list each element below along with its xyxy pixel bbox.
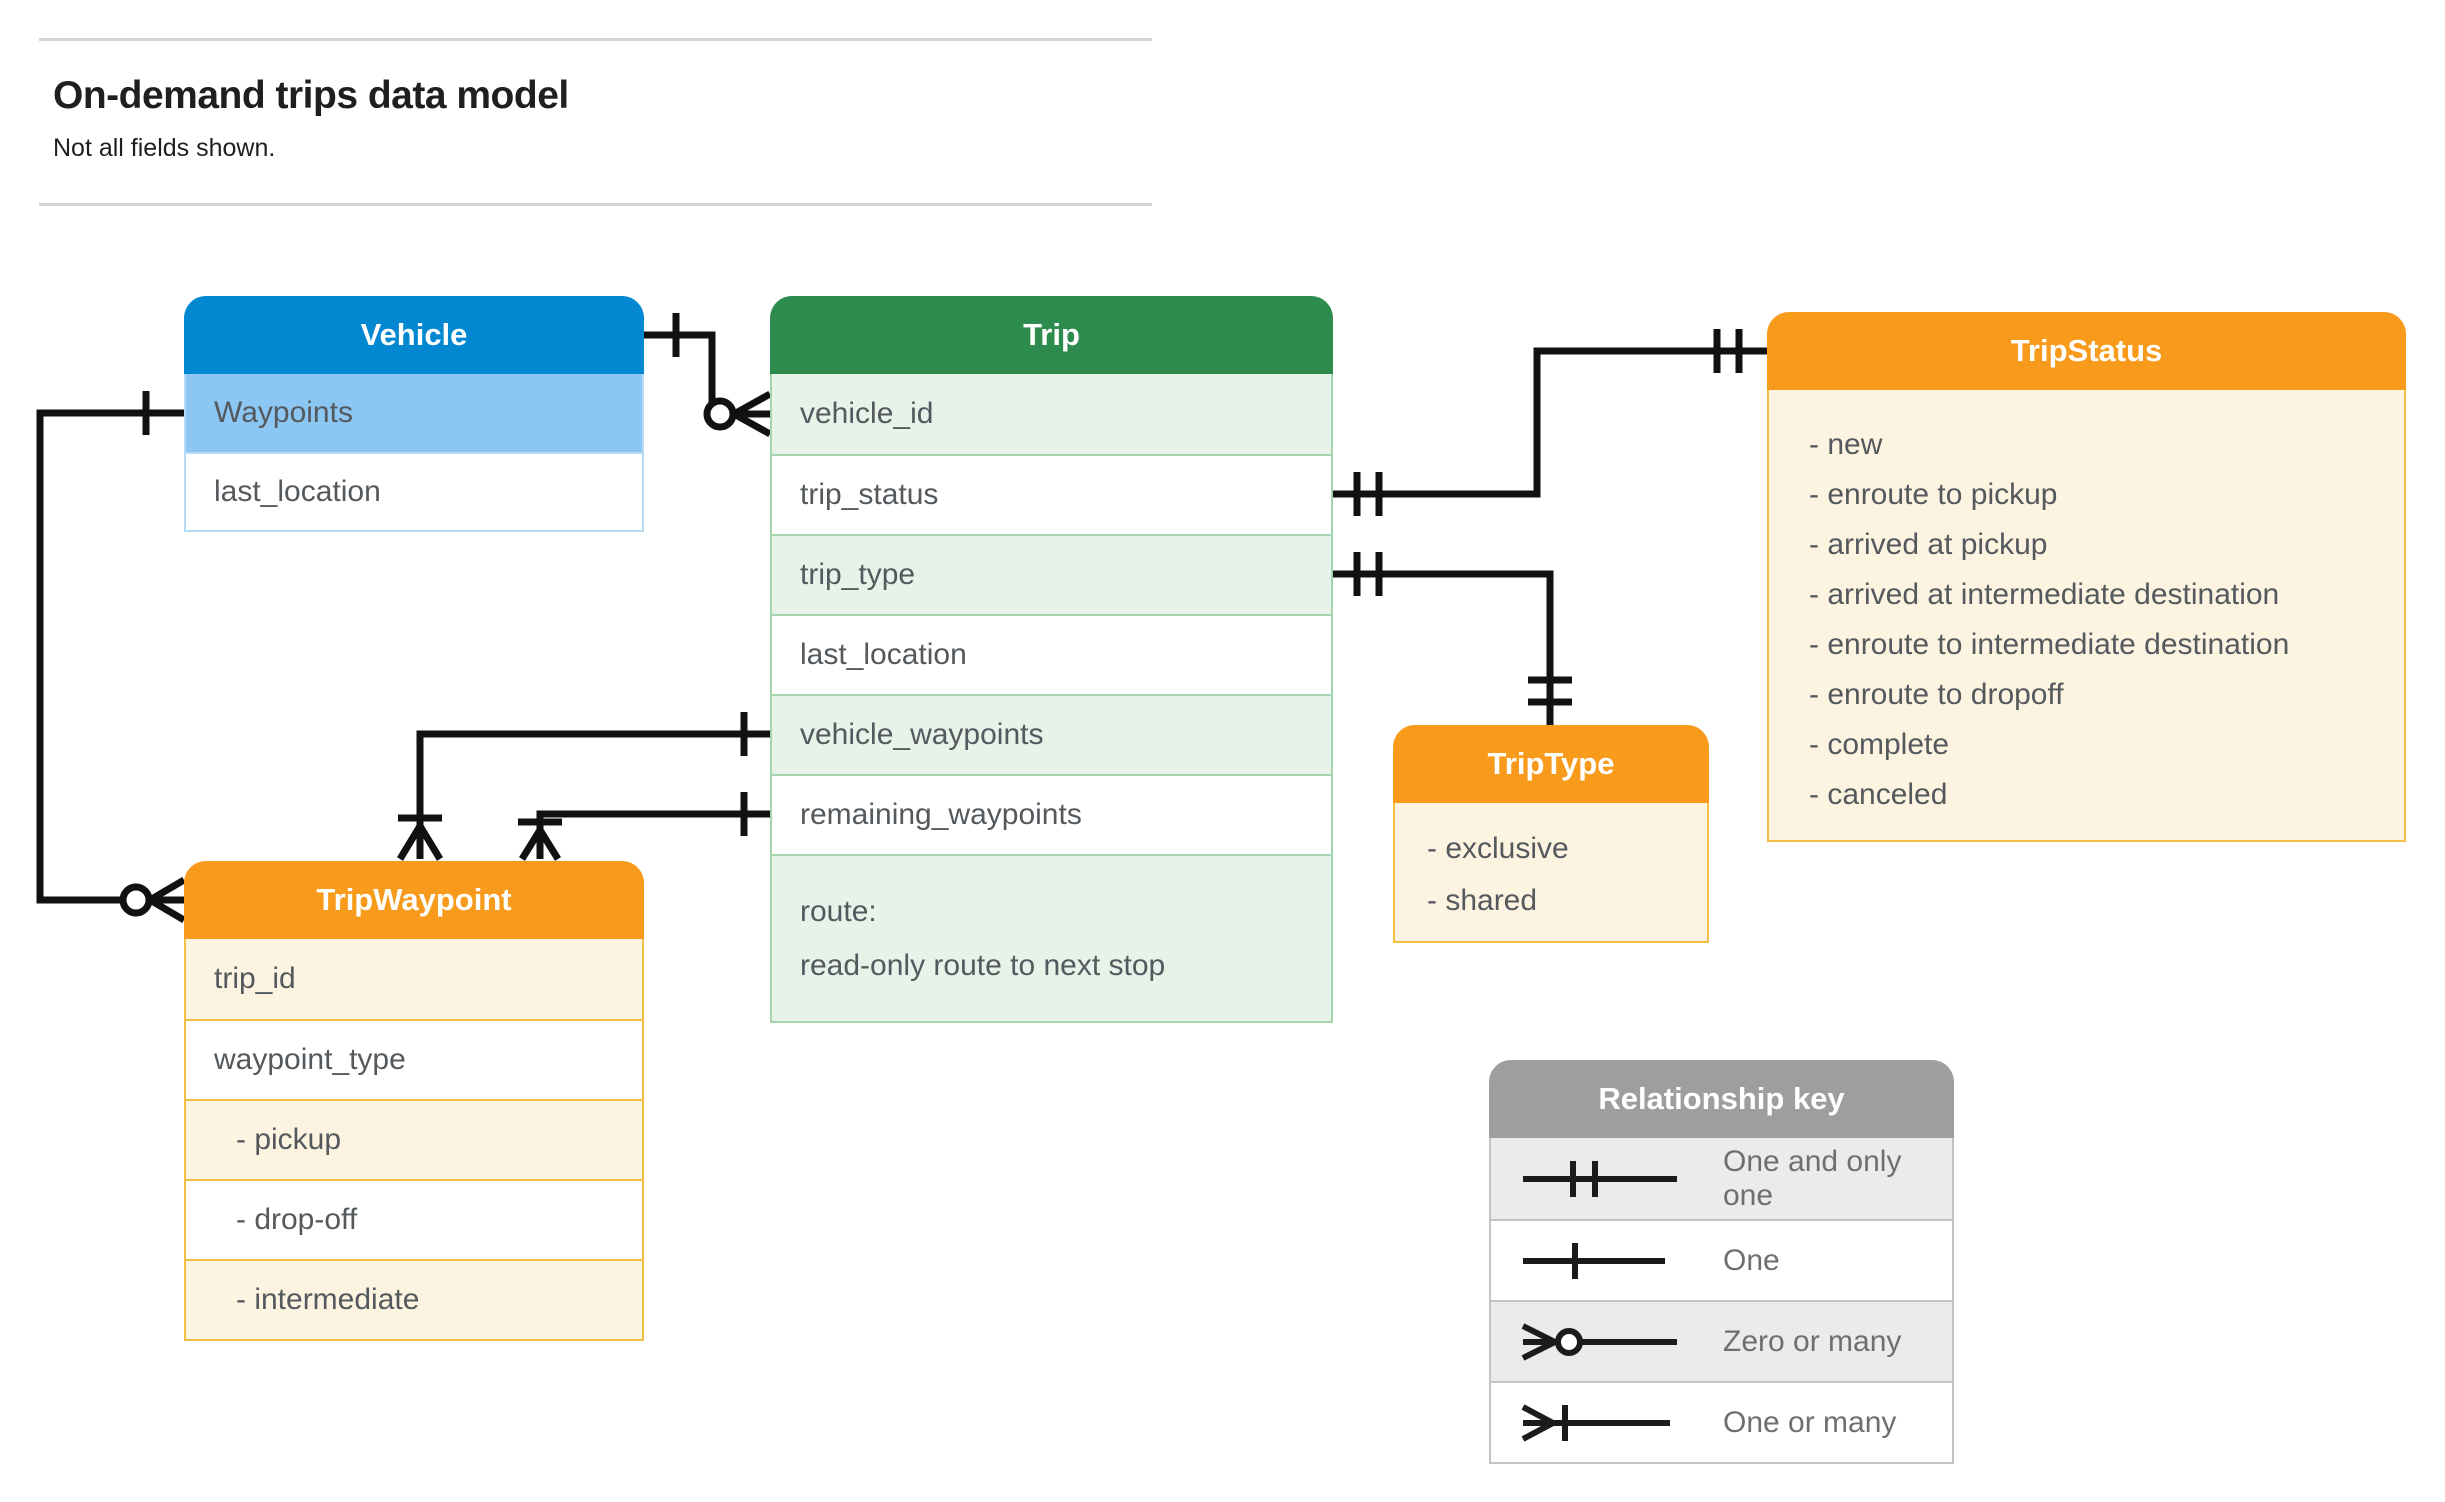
legend-row: One and only one — [1491, 1138, 1952, 1219]
table-row: last_location — [186, 452, 642, 530]
enum-item: - exclusive — [1427, 832, 1569, 865]
legend-row-label: One or many — [1723, 1405, 1897, 1439]
entity-triptype-header: TripType — [1393, 725, 1709, 803]
table-row: trip_id — [186, 939, 642, 1019]
enum-item: - canceled — [1809, 778, 1948, 811]
enum-item: - complete — [1809, 728, 1950, 761]
table-row: last_location — [772, 614, 1331, 694]
entity-tripstatus: TripStatus - new - enroute to pickup - arr… — [1767, 312, 2406, 842]
table-row: vehicle_id — [772, 374, 1331, 454]
enum-item: - arrived at pickup — [1809, 528, 2048, 561]
connector-remaining-waypoints-field-to-tripwaypoint — [518, 792, 770, 861]
table-row-line: route: — [800, 894, 877, 928]
one-and-only-one-icon — [1515, 1154, 1695, 1204]
entity-tripwaypoint-header: TripWaypoint — [184, 861, 644, 939]
entity-triptype: TripType - exclusive - shared — [1393, 725, 1709, 943]
enum-item: - arrived at intermediate destination — [1809, 578, 2280, 611]
table-row: - drop-off — [186, 1179, 642, 1259]
legend-row: One or many — [1491, 1381, 1952, 1462]
connector-vehicle-waypoints-to-tripwaypoint — [36, 391, 186, 924]
table-row: - intermediate — [186, 1259, 642, 1339]
enum-item: - enroute to dropoff — [1809, 678, 2064, 711]
connector-vehicle-waypoints-field-to-tripwaypoint — [397, 712, 770, 861]
table-row: - pickup — [186, 1099, 642, 1179]
table-row: route: read-only route to next stop — [772, 854, 1331, 1021]
zero-or-many-icon — [1515, 1317, 1695, 1367]
legend-row: Zero or many — [1491, 1300, 1952, 1381]
relationship-key-header: Relationship key — [1489, 1060, 1954, 1138]
legend-row-label: One — [1723, 1243, 1780, 1277]
table-row: waypoint_type — [186, 1019, 642, 1099]
enum-item: - shared — [1427, 884, 1538, 917]
table-row: trip_type — [772, 534, 1331, 614]
entity-tripstatus-values: - new - enroute to pickup - arrived at pic… — [1767, 390, 2406, 842]
enum-item: - enroute to pickup — [1809, 478, 2058, 511]
table-row: vehicle_waypoints — [772, 694, 1331, 774]
entity-triptype-values: - exclusive - shared — [1393, 803, 1709, 943]
table-row-line: read-only route to next stop — [800, 948, 1166, 982]
connector-tripstatus-to-tripstatus-entity — [1333, 329, 1767, 516]
top-divider — [39, 38, 1152, 41]
table-row: Waypoints — [186, 374, 642, 452]
entity-tripstatus-header: TripStatus — [1767, 312, 2406, 390]
bottom-divider — [39, 203, 1152, 206]
connector-triptype-to-triptype-entity — [1333, 552, 1572, 725]
page-title: On-demand trips data model — [53, 74, 569, 117]
table-row: remaining_waypoints — [772, 774, 1331, 854]
legend-row: One — [1491, 1219, 1952, 1300]
one-or-many-icon — [1515, 1398, 1695, 1448]
one-icon — [1515, 1236, 1695, 1286]
entity-trip-header: Trip — [770, 296, 1333, 374]
enum-item: - enroute to intermediate destination — [1809, 628, 2290, 661]
page-subtitle: Not all fields shown. — [53, 134, 276, 162]
enum-item: - new — [1809, 428, 1883, 461]
entity-vehicle-header: Vehicle — [184, 296, 644, 374]
table-row: trip_status — [772, 454, 1331, 534]
legend-row-label: Zero or many — [1723, 1324, 1902, 1358]
connector-vehicle-to-trip — [644, 313, 772, 438]
legend-row-label: One and only one — [1723, 1144, 1902, 1212]
